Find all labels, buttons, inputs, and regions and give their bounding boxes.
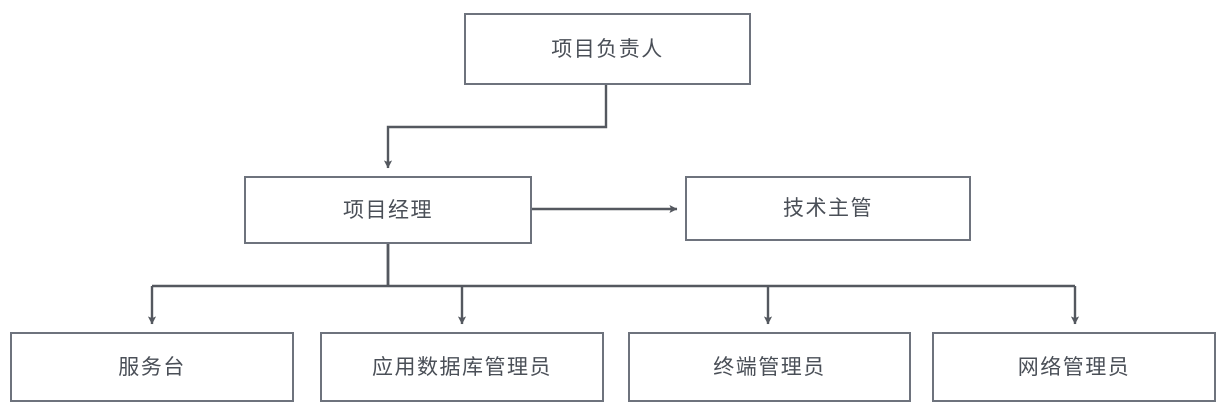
- node-label: 项目经理: [343, 198, 433, 222]
- node-terminal-administrator[interactable]: 终端管理员: [628, 332, 911, 402]
- node-tech-supervisor[interactable]: 技术主管: [685, 176, 971, 241]
- node-network-administrator[interactable]: 网络管理员: [932, 332, 1216, 402]
- node-label: 网络管理员: [1017, 355, 1131, 379]
- node-service-desk[interactable]: 服务台: [10, 332, 294, 402]
- node-label: 技术主管: [783, 197, 873, 220]
- node-project-manager[interactable]: 项目经理: [244, 176, 532, 244]
- node-project-owner[interactable]: 项目负责人: [464, 13, 751, 85]
- node-label: 终端管理员: [713, 355, 826, 379]
- node-label: 项目负责人: [551, 37, 664, 61]
- edge-owner-to-manager: [383, 85, 608, 169]
- node-app-database-administrator[interactable]: 应用数据库管理员: [320, 332, 604, 402]
- node-label: 应用数据库管理员: [372, 355, 552, 379]
- node-label: 服务台: [118, 355, 186, 379]
